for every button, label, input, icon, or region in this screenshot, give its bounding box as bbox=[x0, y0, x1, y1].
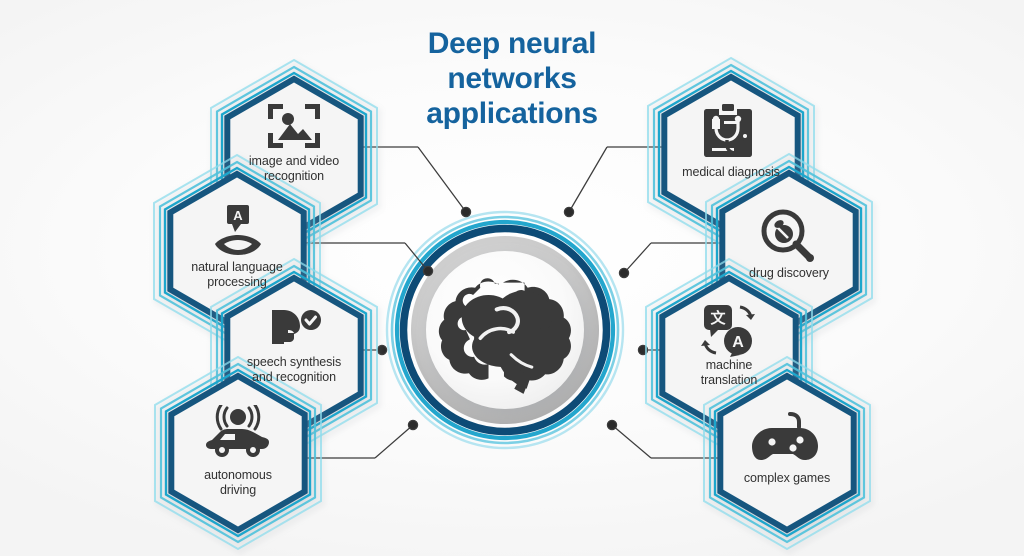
gamepad-icon bbox=[752, 412, 818, 460]
brain-icon bbox=[438, 278, 571, 394]
title-line-1: Deep neural bbox=[427, 27, 597, 60]
title-line-3: applications bbox=[426, 97, 598, 130]
svg-text:文: 文 bbox=[710, 309, 726, 327]
svg-text:A: A bbox=[732, 334, 744, 351]
page-title: Deep neural networks applications bbox=[370, 26, 654, 131]
head-profile-check-icon bbox=[272, 310, 321, 344]
car-sensor-icon bbox=[206, 405, 269, 457]
magnifier-pill-icon bbox=[761, 209, 814, 262]
image-frame-icon bbox=[268, 104, 320, 148]
translate-bubbles-icon: 文 A bbox=[701, 305, 755, 357]
title-line-2: networks bbox=[447, 62, 577, 95]
clipboard-stethoscope-icon bbox=[704, 104, 752, 157]
svg-text:A: A bbox=[233, 208, 243, 223]
lips-speech-bubble-icon: A bbox=[215, 205, 261, 255]
